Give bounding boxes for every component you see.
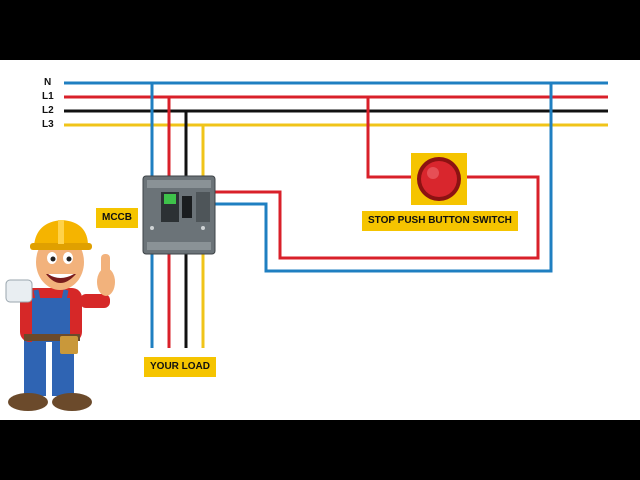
letterbox-bottom: [0, 420, 640, 480]
mccb-breaker-icon: [142, 175, 216, 255]
mccb-label: MCCB: [96, 208, 138, 228]
electrician-mascot-icon: [5, 220, 115, 411]
l2-line-label: L2: [42, 105, 54, 116]
l1-line-label: L1: [42, 91, 54, 102]
control-return-wire: [215, 175, 540, 260]
stop-push-button-label: STOP PUSH BUTTON SWITCH: [362, 211, 518, 231]
letterbox-top: [0, 0, 640, 60]
neutral-line-label: N: [44, 77, 52, 88]
l3-line-label: L3: [42, 119, 54, 130]
diagram-canvas: [0, 60, 640, 420]
neutral-control-wire: [215, 83, 553, 273]
your-load-label: YOUR LOAD: [144, 357, 216, 377]
l1-control-feed-wire: [366, 97, 418, 179]
emergency-stop-button-icon: [411, 153, 467, 205]
